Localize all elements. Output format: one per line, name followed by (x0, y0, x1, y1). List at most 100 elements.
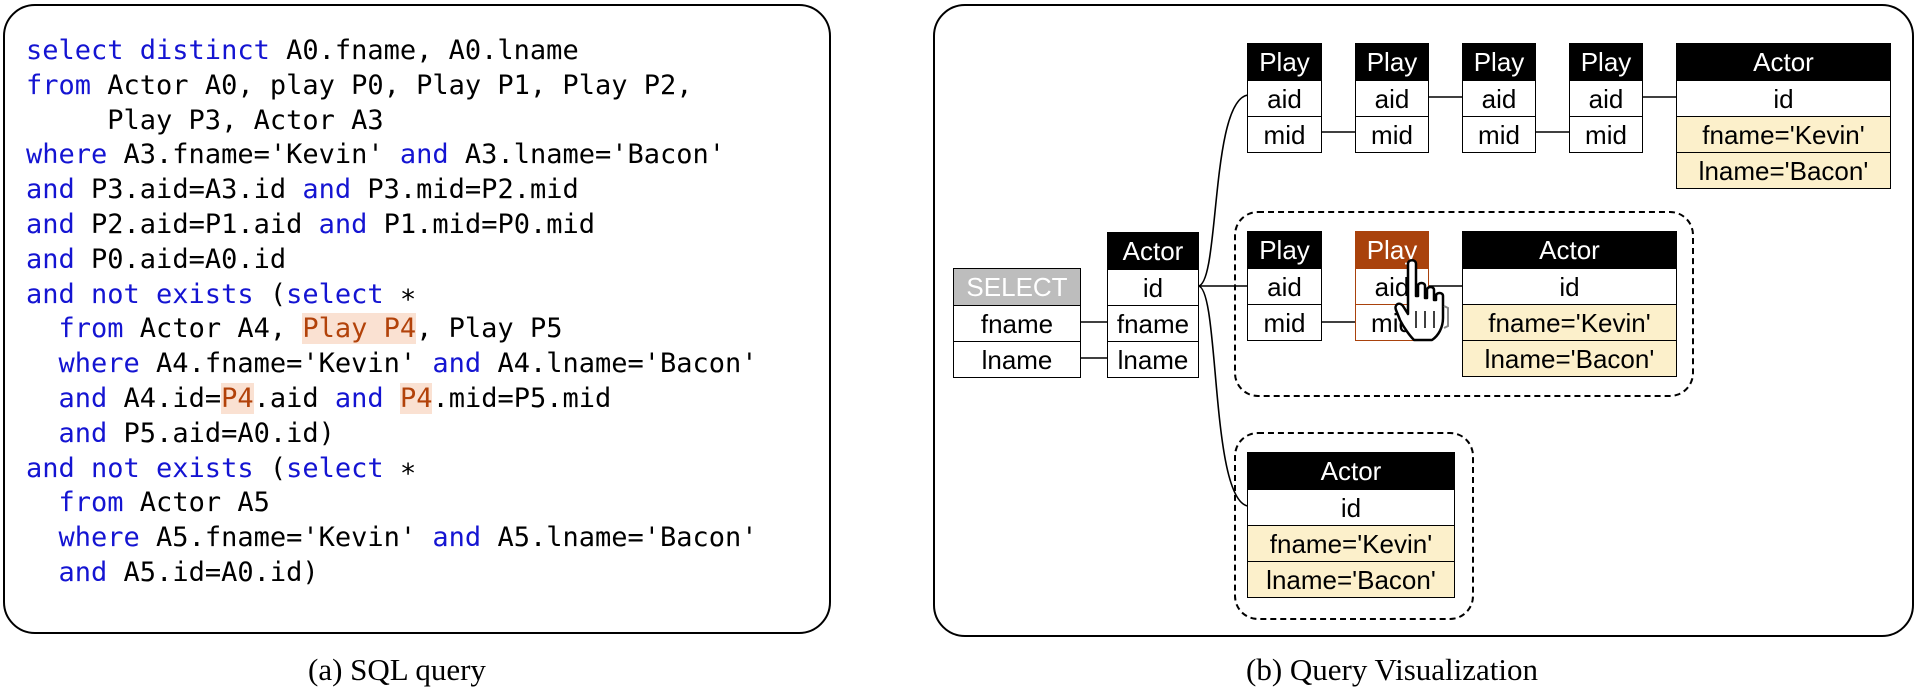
play-p2-mid-cell: mid (1463, 116, 1535, 152)
sql-highlight: Play P4 (302, 313, 417, 345)
sql-keyword: and (318, 208, 368, 240)
play-p0-header: Play (1248, 44, 1321, 80)
sql-line: and P3.aid=A3.id and P3.mid=P2.mid (26, 173, 758, 208)
select-lname-cell: lname (954, 341, 1080, 377)
not-exists-group-1 (1234, 211, 1694, 397)
sql-keyword: and not exists (26, 278, 254, 310)
sql-text: Actor A0, play P0, Play P1, Play P2, (91, 69, 693, 101)
sql-keyword: and (26, 243, 75, 275)
sql-keyword: select (286, 452, 384, 484)
actor-a3-table: Actor id fname='Kevin' lname='Bacon' (1676, 43, 1891, 189)
sql-keyword: and (334, 382, 384, 414)
sql-keyword: and (302, 174, 352, 206)
not-exists-group-2 (1234, 432, 1474, 620)
sql-keyword: and (26, 208, 75, 240)
sql-keyword: select distinct (26, 35, 270, 66)
sql-line: and not exists (select ∗ (26, 278, 758, 313)
sql-text: Play P3, Actor A3 (26, 104, 384, 136)
sql-text: A5.lname='Bacon' (481, 522, 758, 554)
hand-pointer-icon (1394, 259, 1449, 342)
sql-text: .aid (253, 382, 335, 414)
play-p3-aid-cell: aid (1570, 80, 1642, 116)
play-p4-aid-cell[interactable]: aid (1356, 268, 1428, 304)
actor-a0-lname-cell: lname (1108, 341, 1198, 377)
actor-a5-id-cell: id (1248, 489, 1454, 525)
viz-panel-caption: (b) Query Visualization (1246, 652, 1538, 687)
sql-keyword: from (58, 313, 124, 345)
sql-line: and A4.id=P4.aid and P4.mid=P5.mid (26, 382, 758, 417)
select-table: SELECT fname lname (953, 268, 1081, 378)
play-p1-mid-cell: mid (1356, 116, 1428, 152)
actor-a3-lname-condition: lname='Bacon' (1677, 152, 1890, 188)
sql-text: A3.lname='Bacon' (448, 139, 726, 171)
actor-a0-header: Actor (1108, 233, 1198, 269)
sql-query-panel (3, 4, 831, 634)
sql-keyword: and (58, 417, 108, 449)
play-p0-table: Play aid mid (1247, 43, 1322, 153)
sql-keyword: from (58, 487, 124, 519)
play-p0-aid-cell: aid (1248, 80, 1321, 116)
sql-text: P1.mid=P0.mid (367, 208, 595, 240)
sql-text: Actor A5 (123, 487, 270, 519)
sql-text: A5.id=A0.id) (107, 556, 319, 588)
sql-keyword: and (26, 174, 75, 206)
actor-a3-id-cell: id (1677, 80, 1890, 116)
sql-keyword: and (432, 348, 482, 380)
play-p5-aid-cell: aid (1248, 268, 1321, 304)
sql-text: A4.fname='Kevin' (139, 348, 433, 380)
play-p5-header: Play (1248, 232, 1321, 268)
play-p1-aid-cell: aid (1356, 80, 1428, 116)
sql-text: A3.fname='Kevin' (107, 139, 400, 171)
play-p2-header: Play (1463, 44, 1535, 80)
actor-a4-fname-condition: fname='Kevin' (1463, 304, 1676, 340)
sql-keyword: where (26, 139, 108, 171)
sql-highlight: P4 (221, 382, 254, 414)
play-p1-header: Play (1356, 44, 1428, 80)
sql-keyword: and (58, 556, 108, 588)
sql-text: P5.aid=A0.id) (107, 417, 335, 449)
sql-text: ( (253, 452, 287, 484)
sql-line: and A5.id=A0.id) (26, 556, 758, 591)
sql-keyword: select (286, 278, 384, 310)
sql-line: and P0.aid=A0.id (26, 243, 758, 278)
sql-highlight: P4 (399, 382, 433, 414)
sql-text: A4.lname='Bacon' (481, 348, 758, 380)
sql-line: and not exists (select ∗ (26, 452, 758, 487)
sql-text: P0.aid=A0.id (74, 243, 287, 275)
sql-keyword: where (58, 348, 140, 380)
play-p5-mid-cell: mid (1248, 304, 1321, 340)
sql-text: .mid=P5.mid (432, 382, 612, 414)
play-p0-mid-cell: mid (1248, 116, 1321, 152)
sql-panel-caption: (a) SQL query (308, 652, 486, 687)
sql-line: and P5.aid=A0.id) (26, 417, 758, 452)
sql-keyword: and not exists (26, 452, 254, 484)
play-p2-aid-cell: aid (1463, 80, 1535, 116)
actor-a5-lname-condition: lname='Bacon' (1248, 561, 1454, 597)
actor-a0-id-cell: id (1108, 269, 1198, 305)
sql-text: , Play P5 (416, 313, 563, 345)
sql-line: where A3.fname='Kevin' and A3.lname='Bac… (26, 138, 758, 173)
sql-text: A0.fname, A0.lname (269, 35, 579, 66)
sql-line: Play P3, Actor A3 (26, 104, 758, 139)
play-p3-mid-cell: mid (1570, 116, 1642, 152)
play-p2-table: Play aid mid (1462, 43, 1536, 153)
sql-keyword: and (432, 522, 482, 554)
actor-a0-table: Actor id fname lname (1107, 232, 1199, 378)
sql-line: from Actor A5 (26, 486, 758, 521)
sql-text: P3.mid=P2.mid (351, 174, 579, 206)
sql-text: P2.aid=P1.aid (74, 208, 319, 240)
sql-text: A5.fname='Kevin' (139, 522, 433, 554)
sql-keyword: from (26, 69, 92, 101)
actor-a5-table: Actor id fname='Kevin' lname='Bacon' (1247, 452, 1455, 598)
sql-line: from Actor A4, Play P4, Play P5 (26, 312, 758, 347)
play-p5-table: Play aid mid (1247, 231, 1322, 341)
sql-line: where A5.fname='Kevin' and A5.lname='Bac… (26, 521, 758, 556)
actor-a5-header: Actor (1248, 453, 1454, 489)
sql-keyword: where (58, 522, 140, 554)
sql-text: ∗ (383, 278, 417, 310)
play-p3-table: Play aid mid (1569, 43, 1643, 153)
sql-text: P3.aid=A3.id (74, 174, 303, 206)
actor-a5-fname-condition: fname='Kevin' (1248, 525, 1454, 561)
sql-text: Actor A4, (123, 313, 303, 345)
